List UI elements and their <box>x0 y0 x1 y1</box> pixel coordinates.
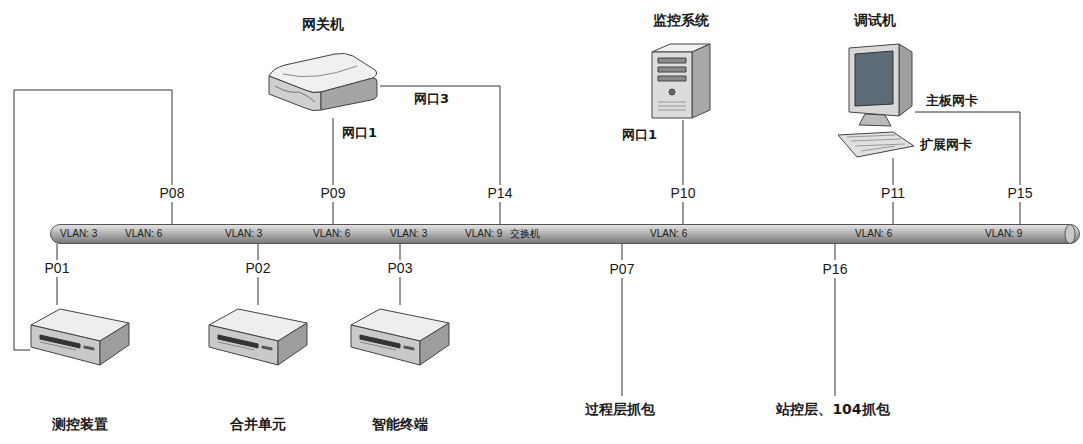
switch-bus: 交换机 <box>50 224 1080 244</box>
port-number: P14 <box>486 185 515 202</box>
vlan-label: VLAN: 6 <box>313 224 350 244</box>
icon-part <box>658 67 686 72</box>
ied-device: 测控装置 <box>30 305 130 434</box>
icon-part <box>218 342 254 350</box>
port-number: P02 <box>244 260 273 277</box>
device-icon <box>265 48 380 118</box>
port-number: P15 <box>1006 185 1035 202</box>
icon-part <box>847 135 905 151</box>
icon-part <box>100 323 129 365</box>
bus-body <box>51 225 1080 244</box>
icon-part <box>838 132 914 157</box>
port-label: 网口3 <box>414 90 449 107</box>
device-label: 智能终端 <box>350 415 450 434</box>
icon-part <box>209 325 278 365</box>
device-label: 监控系统 <box>650 11 712 30</box>
port-label: 网口1 <box>342 124 377 141</box>
gateway-device: 网关机 <box>265 15 380 118</box>
bus-cylinder <box>50 224 1080 244</box>
icon-part <box>420 323 449 365</box>
icon-part <box>692 44 710 118</box>
icon-part <box>360 342 396 350</box>
capture-label: 过程层抓包 <box>585 400 655 418</box>
device-label: 网关机 <box>265 15 380 34</box>
device-label: 合并单元 <box>208 415 308 434</box>
device-icon <box>208 305 308 367</box>
ied-device: 合并单元 <box>208 305 308 434</box>
icon-part <box>40 342 76 350</box>
icon-part <box>84 346 94 350</box>
network-cable <box>683 120 684 224</box>
network-cable <box>333 118 334 224</box>
vlan-label: VLAN: 9 <box>985 224 1022 244</box>
icon-part <box>275 86 315 102</box>
icon-part <box>658 102 686 110</box>
icon-part <box>31 325 100 365</box>
icon-part <box>658 76 686 81</box>
device-icon <box>650 42 712 120</box>
switch-label: 交换机 <box>510 224 540 244</box>
icon-part <box>269 76 321 111</box>
icon-part <box>278 323 307 365</box>
debug-computer: 调试机 <box>835 11 915 158</box>
icon-part <box>899 44 912 116</box>
port-label: 网口1 <box>622 126 657 143</box>
ied-device: 智能终端 <box>350 305 450 434</box>
vlan-label: VLAN: 3 <box>225 224 262 244</box>
network-cable <box>14 90 172 350</box>
bus-end <box>1065 225 1075 244</box>
port-label: 扩展网卡 <box>920 136 972 153</box>
vlan-label: VLAN: 3 <box>390 224 427 244</box>
icon-part <box>404 346 414 350</box>
icon-part <box>849 44 899 116</box>
icon-part <box>351 325 420 365</box>
port-number: P01 <box>43 260 72 277</box>
icon-part <box>669 89 675 95</box>
network-cable <box>915 112 1020 224</box>
port-label: 主板网卡 <box>926 92 978 109</box>
icon-part <box>855 51 893 106</box>
port-number: P09 <box>319 185 348 202</box>
port-number: P03 <box>386 260 415 277</box>
icon-part <box>321 78 377 110</box>
port-number: P11 <box>879 185 907 202</box>
icon-part <box>658 58 686 63</box>
icon-part <box>283 66 357 77</box>
device-icon <box>835 40 915 158</box>
device-icon <box>350 305 450 367</box>
device-icon <box>30 305 130 367</box>
icon-part <box>859 114 891 126</box>
network-cable <box>380 86 500 224</box>
vlan-label: VLAN: 6 <box>125 224 162 244</box>
vlan-label: VLAN: 6 <box>650 224 687 244</box>
icon-part <box>652 52 692 118</box>
vlan-label: VLAN: 9 <box>465 224 502 244</box>
vlan-label: VLAN: 3 <box>60 224 97 244</box>
icon-part <box>262 346 272 350</box>
port-number: P16 <box>821 260 850 278</box>
device-label: 测控装置 <box>30 415 130 434</box>
capture-label: 站控层、104抓包 <box>776 400 889 418</box>
device-label: 调试机 <box>835 11 915 30</box>
monitor-server: 监控系统 <box>650 11 712 120</box>
port-number: P07 <box>608 260 637 278</box>
port-number: P10 <box>669 185 698 202</box>
port-number: P08 <box>158 185 187 202</box>
vlan-label: VLAN: 6 <box>855 224 892 244</box>
